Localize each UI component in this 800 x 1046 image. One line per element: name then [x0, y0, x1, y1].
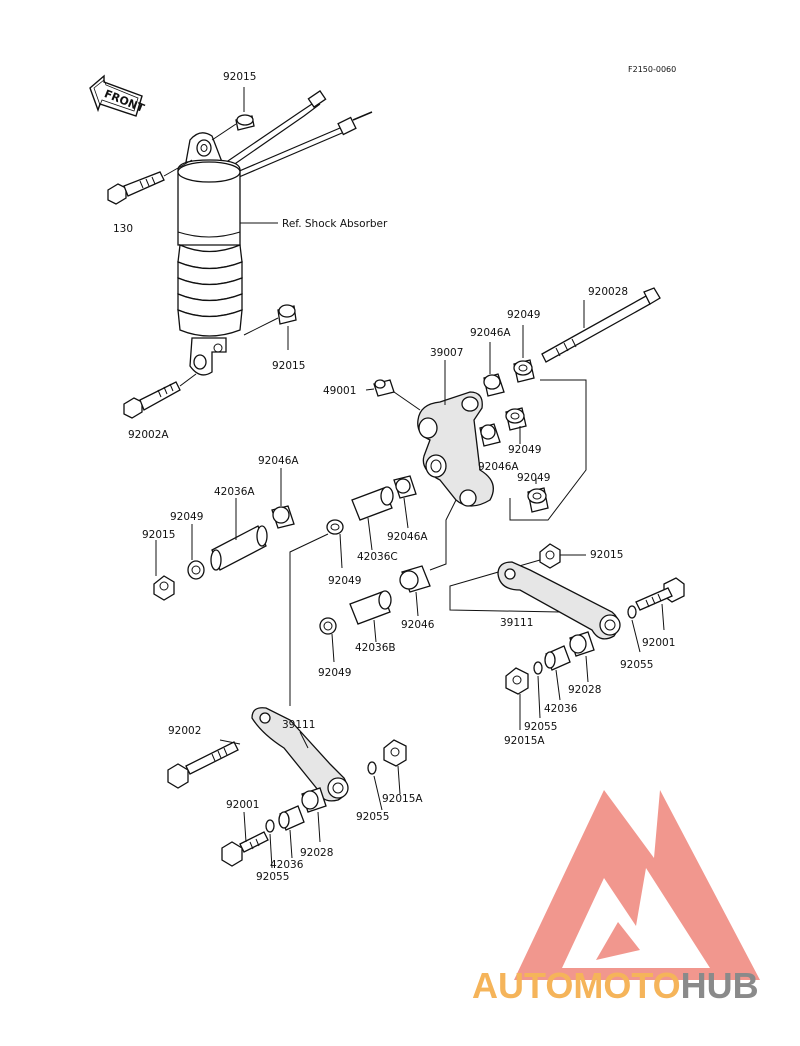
watermark-brand-part2: HUB: [681, 965, 759, 1006]
sleeve-42036B: [349, 590, 392, 625]
tie-rod-39111-right: [497, 561, 621, 640]
o-ring-92055-center: [367, 761, 377, 775]
collar-92015-middle: [277, 304, 297, 325]
part-label: 42036: [544, 703, 578, 715]
collar-92049-middle-right: [505, 407, 527, 431]
part-label: 92046: [401, 619, 435, 631]
collar-92015-top: [235, 114, 255, 131]
sleeve-42036A: [210, 525, 268, 571]
part-label: 92049: [170, 511, 203, 523]
part-label: 92015A: [382, 793, 423, 805]
rocker-arm-39007: [417, 391, 494, 507]
bearing-92046A-middle: [479, 423, 501, 447]
part-label: 92002A: [128, 429, 169, 441]
part-label: 92046A: [478, 461, 519, 473]
figure-code: F2150-0060: [628, 65, 676, 74]
front-label: FRONT: [102, 87, 146, 115]
part-number-labels: 920151309201592002A9200289204992046A3900…: [113, 71, 675, 883]
part-label: 92015A: [504, 735, 545, 747]
o-ring-92055-right-upper: [627, 605, 637, 619]
watermark-brand-part1: AUTOMOTO: [472, 965, 681, 1006]
bolt-92002A: [123, 381, 181, 419]
part-label: 92001: [226, 799, 259, 811]
watermark-logo: [514, 790, 760, 980]
part-label: 92028: [300, 847, 333, 859]
part-label: 92049: [517, 472, 550, 484]
through-bolt-920028: [541, 287, 661, 363]
spacer-92028-right: [569, 631, 595, 657]
part-label: 92049: [508, 444, 541, 456]
bearing-92046A-small: [393, 475, 417, 499]
part-label: 92015: [142, 529, 175, 541]
nut-92015A-right: [505, 667, 529, 695]
nut-92015-right: [539, 543, 561, 569]
part-label: 92049: [318, 667, 351, 679]
front-arrow-icon: FRONT: [89, 74, 147, 117]
shock-reference-label: Ref. Shock Absorber: [282, 218, 388, 230]
part-label: 49001: [323, 385, 356, 397]
spacer-92028-left: [301, 787, 327, 813]
part-label: 92049: [507, 309, 540, 321]
watermark-text: AUTOMOTOHUB: [472, 965, 759, 1006]
part-label: 92055: [620, 659, 653, 671]
o-ring-92055-left: [265, 819, 275, 833]
part-label: 920028: [588, 286, 628, 298]
sleeve-42036-right: [544, 645, 571, 671]
part-label: 42036C: [357, 551, 398, 563]
collar-92049-left: [187, 560, 205, 580]
part-label: 92028: [568, 684, 601, 696]
part-label: 92046A: [258, 455, 299, 467]
bolt-92001-right: [635, 577, 685, 611]
nut-92015-left: [153, 575, 175, 601]
part-label: 92015: [590, 549, 623, 561]
part-label: 92046A: [387, 531, 428, 543]
part-label: 39111: [282, 719, 315, 731]
collar-92049-center: [326, 519, 344, 535]
part-label: 42036B: [355, 642, 396, 654]
collar-92049-lower: [319, 617, 337, 635]
part-label: 92055: [524, 721, 557, 733]
bolt-92002: [167, 741, 239, 789]
sleeve-42036-left: [278, 805, 305, 831]
part-label: 42036A: [214, 486, 255, 498]
o-ring-92055-right-lower: [533, 661, 543, 675]
collar-92049-lower-right: [527, 487, 549, 513]
part-label: 92015: [272, 360, 305, 372]
bolt-92001-left: [221, 831, 269, 867]
shock-absorber: [177, 90, 373, 376]
part-label: 92015: [223, 71, 256, 83]
sleeve-42036C: [351, 486, 394, 521]
bolt-130: [107, 171, 165, 205]
tie-rod-39111-left: [251, 707, 349, 802]
part-label: 92049: [328, 575, 361, 587]
bearing-92046A-upper: [483, 373, 505, 397]
part-label: 130: [113, 223, 133, 235]
part-label: 92055: [256, 871, 289, 883]
part-label: 39007: [430, 347, 463, 359]
part-label: 92055: [356, 811, 389, 823]
part-label: 92046A: [470, 327, 511, 339]
bearing-92046A-left: [271, 505, 295, 529]
grease-nipple-49001: [373, 379, 395, 397]
part-label: 92001: [642, 637, 675, 649]
part-label: 42036: [270, 859, 304, 871]
part-label: 92002: [168, 725, 201, 737]
collar-92049-upper-right: [513, 359, 535, 383]
part-label: 39111: [500, 617, 533, 629]
nut-92015A-center: [383, 739, 407, 767]
bearing-92046: [399, 565, 431, 593]
